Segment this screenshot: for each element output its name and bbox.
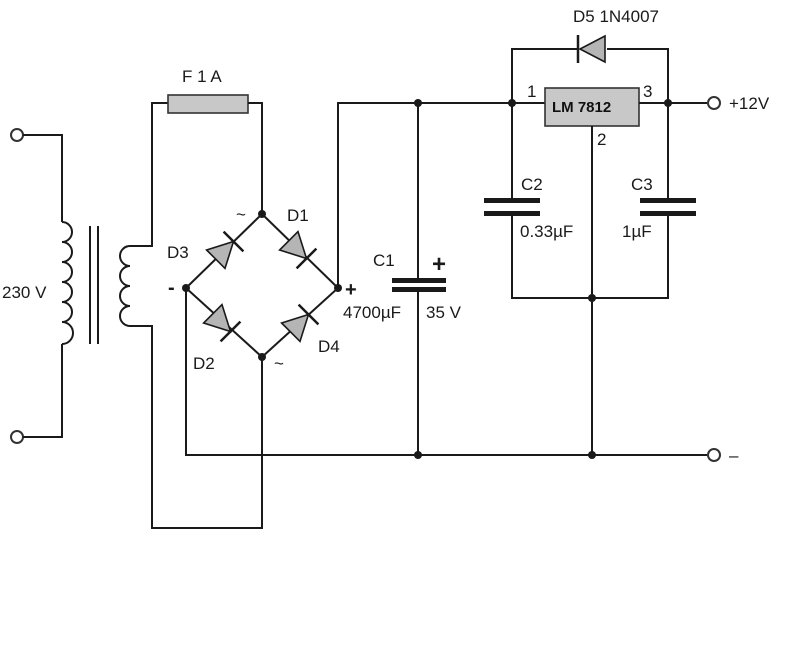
d1-label: D1 (287, 206, 309, 225)
junction-ac-top (258, 210, 266, 218)
d5-label: D5 1N4007 (573, 7, 659, 26)
d5-body (578, 34, 606, 64)
c1-polarity: + (432, 251, 446, 278)
secondary-coil (119, 245, 131, 327)
capacitor-c2: C2 0.33µF (484, 175, 573, 241)
output-negative-label: – (729, 446, 739, 465)
d2-label: D2 (193, 354, 215, 373)
bridge-rectifier: D1 D2 D3 D4 ~ ~ + - (167, 205, 357, 373)
diode-d3 (205, 230, 245, 270)
c1-plate-positive (392, 278, 446, 283)
ac-bottom-label: ~ (274, 354, 284, 373)
diode-d4 (280, 303, 320, 343)
fuse-to-bridge (248, 102, 263, 214)
d4-label: D4 (318, 337, 340, 356)
c1-plate-negative (392, 287, 446, 292)
primary-terminal-top (10, 128, 24, 142)
output-terminals: +12V – (707, 94, 770, 465)
c3-plate-bottom (640, 211, 696, 216)
primary-coil (61, 221, 74, 345)
primary-lead-top (23, 134, 63, 222)
regulator-pin2: 2 (597, 130, 606, 149)
regulator-label: LM 7812 (552, 99, 611, 116)
bridge-diamond (184, 212, 340, 359)
regulator-pin3: 3 (643, 82, 652, 101)
c1-value: 4700µF (343, 303, 401, 322)
bridge-minus-label: - (168, 277, 175, 299)
d5-left-wire (511, 48, 577, 103)
diode-d5: D5 1N4007 (511, 7, 669, 103)
fuse: F 1 A (167, 67, 249, 114)
secondary-lead-top (130, 102, 168, 247)
output-terminal-negative (707, 448, 721, 462)
c2-value: 0.33µF (520, 222, 573, 241)
junction-c-bus-gnd (588, 294, 596, 302)
diode-d2 (202, 303, 242, 343)
c2-plate-bottom (484, 211, 540, 216)
output-terminal-positive (707, 96, 721, 110)
regulator-pin1: 1 (527, 82, 536, 101)
d5-right-wire (607, 48, 669, 103)
fuse-body (167, 94, 249, 114)
ac-top-label: ~ (236, 205, 246, 224)
junction-ac-bottom (258, 353, 266, 361)
fuse-label: F 1 A (182, 67, 222, 86)
primary-voltage-label: 230 V (2, 283, 47, 302)
transformer: 230 V (2, 128, 131, 444)
d3-label: D3 (167, 243, 189, 262)
bridge-plus-label: + (345, 279, 357, 301)
negative-rail (185, 288, 707, 456)
c2-plate-top (484, 198, 540, 203)
c2-name: C2 (521, 175, 543, 194)
primary-lead-bottom (23, 344, 63, 438)
c3-value: 1µF (622, 222, 652, 241)
c3-plate-top (640, 198, 696, 203)
secondary-lead-bottom (130, 325, 263, 529)
capacitor-c1: C1 + 4700µF 35 V (343, 103, 462, 455)
c1-name: C1 (373, 251, 395, 270)
output-positive-label: +12V (729, 94, 770, 113)
c3-name: C3 (631, 175, 653, 194)
diode-d1 (278, 230, 318, 270)
positive-rail (337, 102, 545, 288)
c1-voltage: 35 V (426, 303, 462, 322)
primary-terminal-bottom (10, 430, 24, 444)
capacitor-c3: C3 1µF (622, 175, 696, 241)
voltage-regulator: LM 7812 1 3 2 (527, 82, 652, 149)
regulator-body (544, 87, 640, 127)
